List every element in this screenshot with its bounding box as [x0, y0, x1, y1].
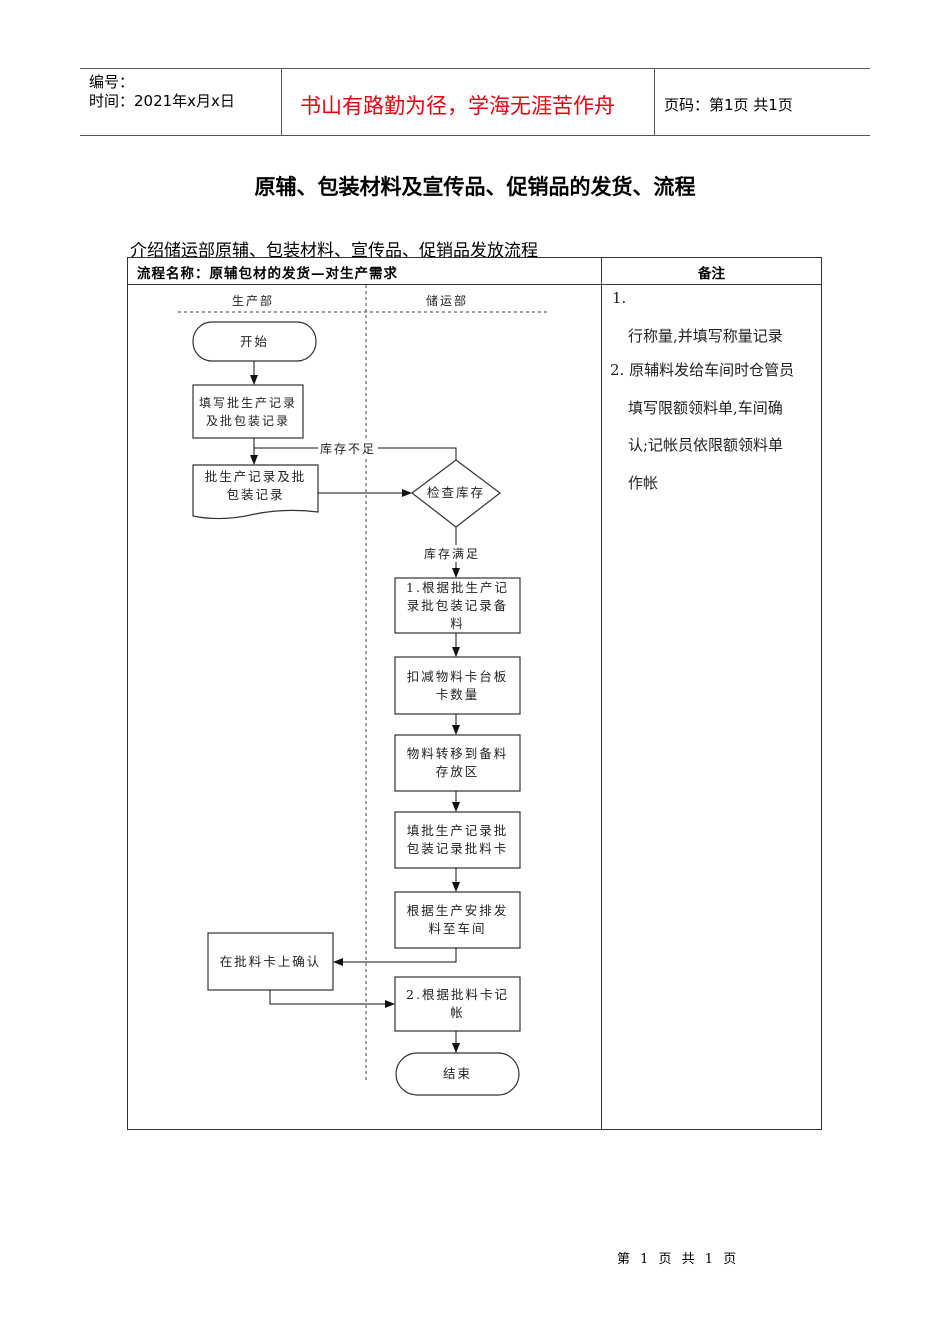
- page-info: 页码：第1页 共1页: [664, 96, 793, 114]
- record-document-shape: [192, 464, 319, 520]
- check-stock-decision: 检查库存: [426, 485, 485, 500]
- header-divider: [654, 68, 655, 135]
- fill-card-step: 填批生产记录批包装记录批料卡: [406, 823, 509, 856]
- end-terminal: [395, 1052, 520, 1096]
- remark-line: 作帐: [628, 474, 659, 492]
- deduct-step: 扣减物料卡台板卡数量: [406, 668, 509, 702]
- document-date: 时间：2021年x月x日: [89, 92, 235, 110]
- stock-insufficient-label: 库存不足: [318, 440, 379, 457]
- remark-line: 2. 原辅料发给车间时仓管员: [610, 361, 795, 379]
- document-number: 编号：: [89, 73, 135, 91]
- table-header-rule: [127, 284, 822, 285]
- remark-line: 认;记帐员依限额领料单: [628, 436, 784, 454]
- page-title: 原辅、包装材料及宣传品、促销品的发货、流程: [254, 175, 696, 199]
- intro-text: 介绍储运部原辅、包装材料、宣传品、促销品发放流程: [130, 241, 538, 261]
- dispatch-step: 根据生产安排发料至车间: [406, 903, 509, 936]
- process-table: [127, 257, 822, 1130]
- remarks-header: 备注: [698, 266, 725, 282]
- fill-record-step: 填写批生产记录及批包装记录: [199, 395, 298, 428]
- bookkeep-step: 2.根据批料卡记帐: [406, 987, 509, 1020]
- move-step: 物料转移到备料存放区: [406, 746, 509, 779]
- start-label: 开始: [239, 333, 269, 349]
- process-name: 流程名称：原辅包材的发货—对生产需求: [137, 266, 398, 282]
- header-motto: 书山有路勤为径，学海无涯苦作舟: [300, 94, 615, 118]
- remark-line: 1.: [612, 289, 627, 307]
- record-document: 批生产记录及批包装记录: [204, 469, 307, 502]
- header-bottom-rule: [80, 135, 870, 136]
- lane-production: 生产部: [232, 292, 275, 309]
- remark-line: 填写限额领料单,车间确: [628, 399, 783, 417]
- page-footer: 第 1 页 共 1 页: [617, 1252, 740, 1267]
- header-divider: [281, 68, 282, 135]
- confirm-step: 在批料卡上确认: [219, 953, 322, 969]
- lane-storage: 储运部: [426, 292, 469, 309]
- stock-sufficient-label: 库存满足: [424, 545, 481, 562]
- table-column-divider: [601, 257, 602, 1130]
- fill-record-box: [192, 384, 304, 439]
- header-top-rule: [80, 68, 870, 69]
- prepare-step: 1.根据批生产记录批包装记录备料: [406, 579, 509, 631]
- remark-line: 行称量,并填写称量记录: [628, 327, 783, 345]
- end-label: 结束: [442, 1066, 472, 1081]
